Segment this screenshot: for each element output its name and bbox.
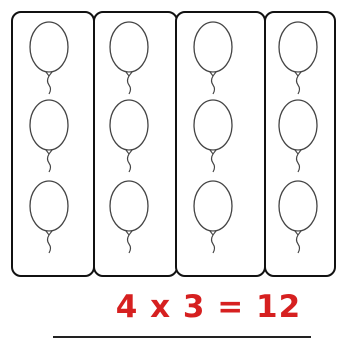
balloon-icon (274, 19, 322, 95)
balloon-icon (189, 97, 237, 173)
balloon-icon (25, 97, 73, 173)
balloon-icon (105, 19, 153, 95)
answer-underline (53, 336, 311, 338)
balloon-icon (274, 178, 322, 254)
balloon-groups (0, 0, 339, 280)
balloon-icon (25, 19, 73, 95)
balloon-icon (105, 178, 153, 254)
balloon-icon (105, 97, 153, 173)
balloon-icon (274, 97, 322, 173)
balloon-icon (189, 19, 237, 95)
balloon-icon (25, 178, 73, 254)
balloon-icon (189, 178, 237, 254)
equation: 4 x 3 = 12 (96, 287, 321, 327)
